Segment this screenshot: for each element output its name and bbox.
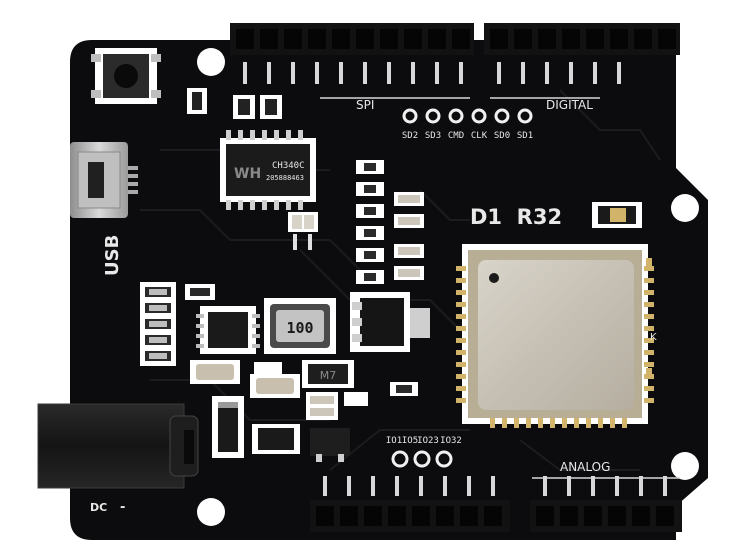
transistor-area [252,424,350,462]
bottom-io-pads: IO1 IO5 IO23 IO32 [386,436,462,468]
module-mark: K [650,332,657,343]
io-pad [413,450,431,468]
passive-components-top [187,88,318,250]
spi-pin-label: SD2 [402,131,418,141]
io-pad-label: IO1 [386,436,402,446]
usb-serial-chip: CH340C 205888463 WH [220,130,316,210]
spi-pin-label: CLK [471,131,488,141]
power-section-resistors [140,282,215,366]
spi-pad [402,108,418,124]
power-inductor: 100 [264,298,336,354]
spi-pads: SD2 SD3 CMD CLK SD0 SD1 [402,108,533,141]
inductor-value: 100 [286,319,313,337]
usb-label: USB [102,235,123,276]
mounting-hole [671,452,699,480]
diode [212,396,244,458]
spi-pin-label: CMD [448,131,464,141]
spi-pin-label: SD0 [494,131,510,141]
board-model-label: D1 R32 [470,205,562,229]
esp32-module: K [456,244,657,428]
header-pin-markings [243,62,667,496]
resistor-array [356,160,424,284]
mounting-holes [197,48,699,526]
spi-pad [471,108,487,124]
io-pad [435,450,453,468]
regulator-mark: M7 [320,369,337,382]
usb-chip-label: CH340C [272,161,305,171]
spi-label: SPI [356,98,374,112]
capacitors-bottom: M7 [190,360,418,420]
module-castellations [456,266,654,428]
wch-logo: WH [234,166,261,182]
header-top-left [230,23,474,55]
io-pad-label: IO23 [417,436,439,446]
spi-pin-label: SD1 [517,131,533,141]
micro-usb-connector [70,142,138,218]
spi-pad [494,108,510,124]
spi-pin-label: SD3 [425,131,441,141]
mounting-hole [671,194,699,222]
dc-polarity: - [120,500,125,515]
analog-label: ANALOG [560,460,610,474]
dcdc-converter-chip [196,306,260,354]
mounting-hole [197,48,225,76]
mounting-hole [197,498,225,526]
dc-label: DC [90,501,107,514]
header-bottom-right [530,500,682,532]
module-rf-shield [478,260,634,410]
io-pad-label: IO32 [440,436,462,446]
io-pad [391,450,409,468]
io-pad-label: IO5 [402,436,418,446]
header-top-right [484,23,680,55]
status-led [592,202,642,228]
dc-power-jack [37,403,199,489]
usb-chip-code: 205888463 [266,174,304,182]
header-bottom-left [310,500,510,532]
digital-label: DIGITAL [546,98,593,112]
voltage-regulator [350,292,430,352]
spi-pad [448,108,464,124]
reset-button [91,48,161,104]
spi-pad [517,108,533,124]
spi-pad [425,108,441,124]
